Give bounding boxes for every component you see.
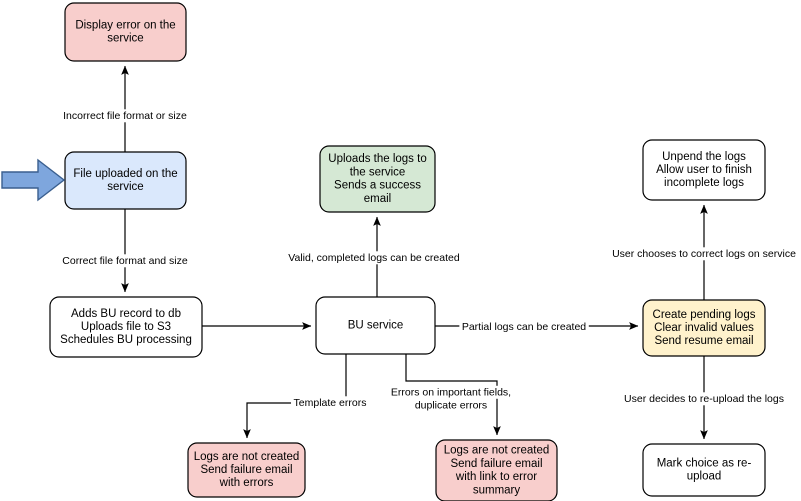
display-error-node[interactable]: Display error on the service	[64, 2, 187, 62]
edge-label-errors-important-line-1: duplicate errors	[415, 399, 487, 411]
uploads-logs-node-label-line-0: Uploads the logs to	[328, 153, 426, 165]
edge-label-errors-important: Errors on important fields,duplicate err…	[388, 385, 514, 412]
edge-label-user-corrects: User chooses to correct logs on service	[609, 247, 799, 261]
edge-label-incorrect-format-backing	[60, 109, 190, 123]
mark-choice-reupload-node-label-line-1: upload	[687, 471, 722, 483]
edge-label-template-errors-backing	[291, 396, 369, 410]
uploads-logs-node-label-line-3: email	[364, 193, 391, 205]
create-pending-logs-node-label-line-1: Clear invalid values	[654, 322, 754, 334]
unpend-logs-node-label-line-0: Unpend the logs	[662, 151, 746, 163]
edge-label-errors-important-line-0: Errors on important fields,	[391, 386, 511, 398]
file-uploaded-node-label-line-0: File uploaded on the	[73, 168, 177, 180]
create-pending-logs-node-shape	[642, 299, 766, 357]
logs-not-created-summary-node-shape	[435, 439, 558, 501]
logs-not-created-summary-node-label-line-3: summary	[473, 484, 521, 496]
uploads-logs-node-shape	[319, 145, 436, 213]
file-uploaded-node-shape	[64, 151, 187, 210]
unpend-logs-node-label-line-2: incomplete logs	[664, 177, 744, 189]
input-block-arrow	[1, 158, 66, 202]
edge-bu-to-summary-fail	[405, 354, 501, 436]
bu-service-node-label-line-0: BU service	[348, 320, 404, 332]
unpend-logs-node-label-line-1: Allow user to finish	[656, 164, 752, 176]
uploads-logs-node-label-line-1: the service	[350, 166, 406, 178]
bu-service-node[interactable]: BU service	[315, 296, 436, 355]
bu-service-node-shape	[315, 296, 436, 355]
create-pending-logs-node-label-line-2: Send resume email	[654, 335, 753, 347]
adds-bu-record-node-label-line-1: Uploads file to S3	[81, 321, 171, 333]
uploads-logs-node-label-line-2: Sends a success	[334, 180, 421, 192]
logs-not-created-template-node-label-line-2: with errors	[219, 477, 274, 489]
mark-choice-reupload-node-shape	[642, 443, 766, 497]
input-block-arrow-layer	[1, 158, 66, 202]
edge-label-user-reuploads-backing	[621, 392, 787, 406]
edge-label-incorrect-format-line-0: Incorrect file format or size	[63, 110, 187, 122]
logs-not-created-summary-node-label-line-1: Send failure email	[450, 458, 542, 470]
edge-label-template-errors: Template errors	[291, 396, 369, 410]
adds-bu-record-node-label-line-0: Adds BU record to db	[71, 308, 181, 320]
edge-label-incorrect-format: Incorrect file format or size	[60, 109, 190, 123]
edge-label-correct-format-backing	[59, 254, 191, 268]
unpend-logs-node-shape	[642, 139, 766, 201]
edge-label-errors-important-backing	[412, 398, 490, 412]
mark-choice-reupload-node-label-line-0: Mark choice as re-	[657, 457, 752, 469]
edge-label-correct-format-line-0: Correct file format and size	[62, 255, 188, 267]
edge-label-user-corrects-line-0: User chooses to correct logs on service	[612, 248, 796, 260]
file-uploaded-node-label-line-1: service	[107, 181, 143, 193]
adds-bu-record-node-label-line-2: Schedules BU processing	[60, 334, 192, 346]
edge-label-errors-important-backing	[388, 385, 514, 399]
edge-label-partial-logs-line-0: Partial logs can be created	[462, 321, 586, 333]
logs-not-created-summary-node-label-line-0: Logs are not created	[444, 445, 550, 457]
logs-not-created-template-node-label-line-1: Send failure email	[200, 464, 292, 476]
display-error-node-shape	[64, 2, 187, 62]
edge-label-user-corrects-backing	[609, 247, 799, 261]
edge-label-valid-completed-line-0: Valid, completed logs can be created	[288, 252, 460, 264]
logs-not-created-template-node-label-line-0: Logs are not created	[194, 451, 300, 463]
edge-label-template-errors-line-0: Template errors	[294, 397, 367, 409]
display-error-node-label-line-0: Display error on the	[75, 19, 175, 31]
edge-label-partial-logs-backing	[459, 320, 589, 334]
edge-label-partial-logs: Partial logs can be created	[459, 320, 589, 334]
display-error-node-label-line-1: service	[107, 33, 143, 45]
edge-label-user-reuploads-line-0: User decides to re-upload the logs	[624, 393, 784, 405]
edge-label-valid-completed-backing	[285, 251, 463, 265]
logs-not-created-summary-node-label-line-2: with link to error	[455, 471, 537, 483]
edge-label-valid-completed: Valid, completed logs can be created	[285, 251, 463, 265]
mark-choice-reupload-node[interactable]: Mark choice as re-upload	[642, 443, 766, 497]
logs-not-created-template-node-shape	[187, 442, 306, 498]
edge-label-correct-format: Correct file format and size	[59, 254, 191, 268]
adds-bu-record-node-shape	[49, 296, 203, 358]
create-pending-logs-node-label-line-0: Create pending logs	[653, 309, 756, 321]
edge-label-user-reuploads: User decides to re-upload the logs	[621, 392, 787, 406]
